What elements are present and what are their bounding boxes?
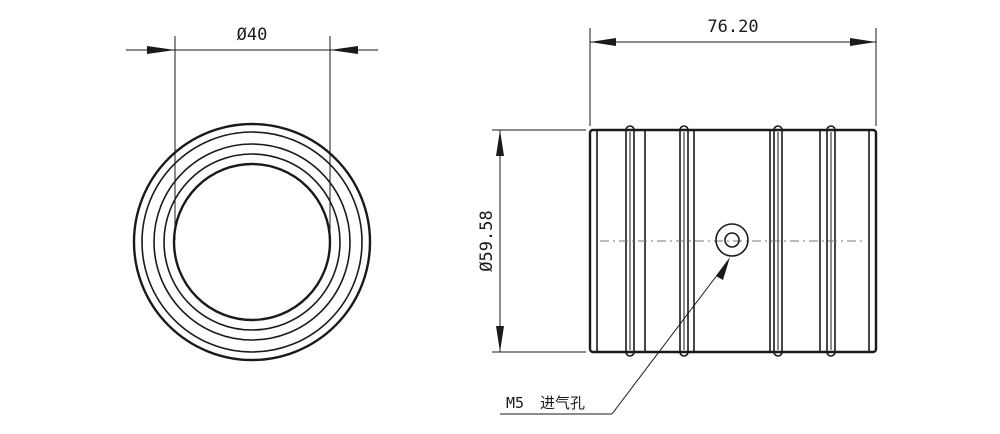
- side-view: 76.20 Ø59.58 M5 进气孔: [477, 17, 878, 415]
- length-arrow-right: [850, 38, 876, 46]
- front-dim-arrow-right: [330, 46, 358, 54]
- outer-ring-inner-circle: [141, 131, 363, 353]
- leader-line: [611, 261, 728, 415]
- od-arrow-top: [496, 130, 504, 156]
- od-arrow-bottom: [496, 326, 504, 352]
- front-view: Ø40: [126, 25, 378, 362]
- inlet-hole-inner: [724, 232, 740, 248]
- inlet-hole-outer: [715, 223, 749, 257]
- inner-ring-circle: [163, 153, 341, 331]
- outer-circle: [132, 122, 372, 362]
- front-dim-arrow-left: [147, 46, 175, 54]
- bore-circle: [172, 162, 332, 322]
- cylinder-outline: [588, 128, 878, 354]
- callout-description: 进气孔: [540, 394, 585, 412]
- front-dim-label: Ø40: [237, 25, 268, 45]
- callout-thread: M5: [506, 394, 524, 412]
- length-dim-label: 76.20: [707, 17, 758, 37]
- length-arrow-left: [590, 38, 616, 46]
- middle-ring-circle: [153, 143, 351, 341]
- leader-arrow: [716, 257, 730, 280]
- od-dim-label: Ø59.58: [477, 210, 497, 271]
